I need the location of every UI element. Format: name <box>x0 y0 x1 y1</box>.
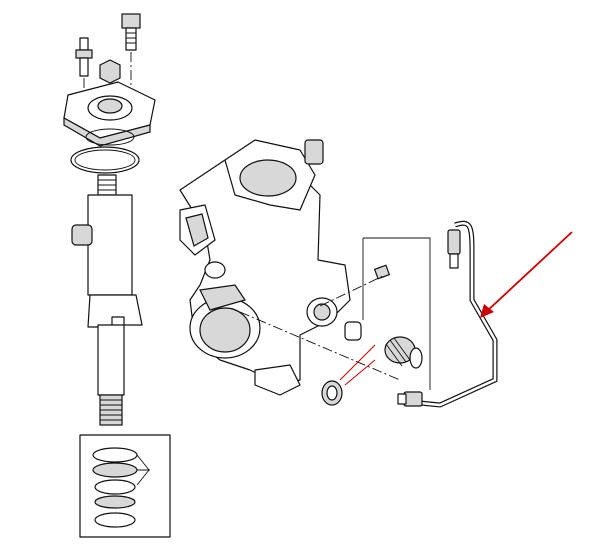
inset-parts-box <box>344 237 431 390</box>
bleed-nipple <box>75 37 93 77</box>
seal-kit-box <box>79 434 171 538</box>
hydraulic-pipe <box>397 220 498 408</box>
top-cover <box>63 81 156 147</box>
bolt <box>121 13 141 51</box>
sector-shaft <box>71 174 143 426</box>
steering-box-housing <box>179 139 351 396</box>
leader-lines <box>339 344 376 386</box>
nut <box>99 59 121 84</box>
pointer-arrow-icon <box>480 231 573 318</box>
adjuster-plug <box>384 336 423 369</box>
o-ring <box>70 146 140 174</box>
